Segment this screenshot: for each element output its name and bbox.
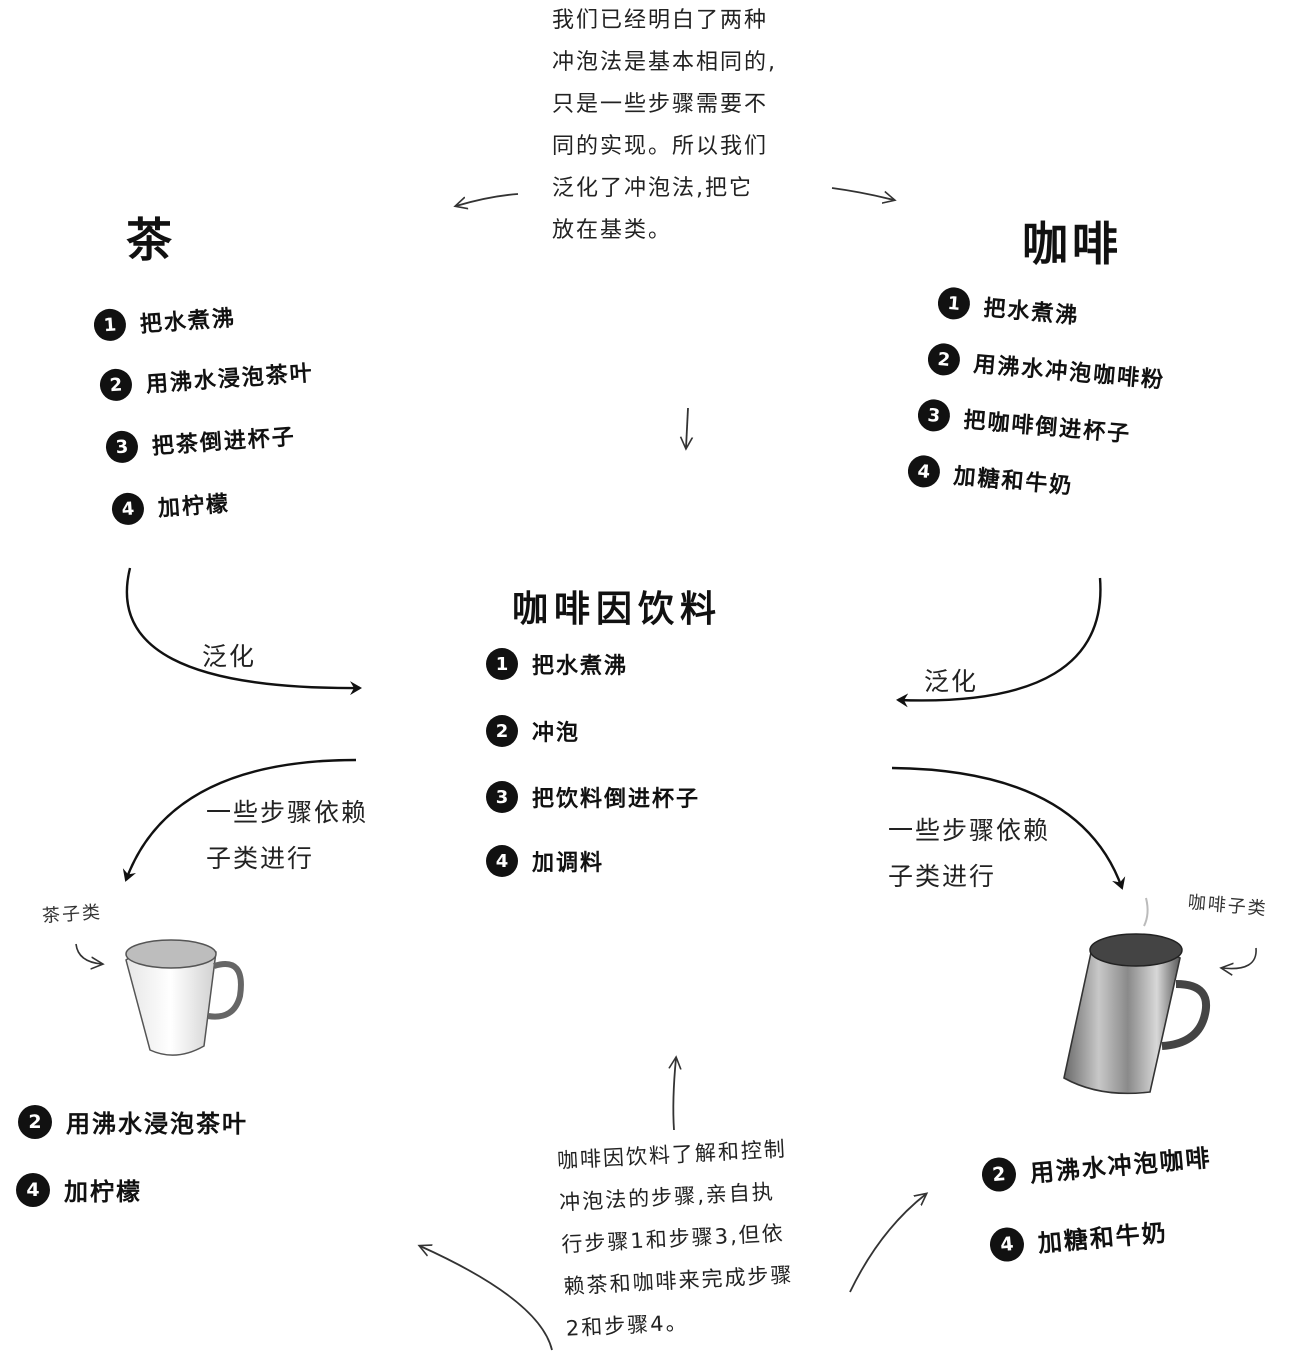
coffee-title: 咖啡 — [1022, 217, 1122, 271]
note-arrow-right — [831, 187, 894, 200]
tea-subclass-arrow — [75, 943, 102, 964]
generalize-label-right: 泛化 — [924, 667, 979, 696]
step-number: 2 — [926, 342, 962, 377]
tea-subclass-label: 茶子类 — [41, 901, 103, 927]
step-number: 2 — [486, 715, 518, 747]
tea-title: 茶 — [126, 213, 176, 267]
step-text: 把水煮沸 — [532, 654, 629, 679]
depends-arrow-right — [891, 766, 1126, 890]
coffee-mug-icon — [1063, 897, 1210, 1095]
step-number: 2 — [98, 367, 134, 402]
step-text: 加柠檬 — [64, 1178, 142, 1206]
step-text: 把饮料倒进杯子 — [532, 787, 701, 812]
step-number: 3 — [486, 781, 518, 813]
coffee-subclass-arrow — [1222, 947, 1257, 969]
step-text: 冲泡 — [532, 721, 581, 746]
bottom-note: 咖啡因饮料了解和控制 冲泡法的步骤,亲自执 行步骤1和步骤3,但依 赖茶和咖啡来… — [556, 1136, 795, 1341]
step-number: 4 — [988, 1225, 1026, 1263]
bottom-note-arrow-left — [420, 1246, 553, 1351]
depends-label-left: 一些步骤依赖 子类进行 — [206, 798, 369, 873]
tea-sub-step-4: 4 加柠檬 — [16, 1172, 142, 1207]
top-note: 我们已经明白了两种 冲泡法是基本相同的, 只是一些步骤需要不 同的实现。所以我们… — [552, 8, 777, 243]
caffeine-step-2: 2 冲泡 — [486, 715, 580, 747]
step-text: 加柠檬 — [157, 491, 231, 522]
bottom-note-arrow-up — [673, 1058, 676, 1131]
step-number: 4 — [16, 1172, 50, 1207]
step-number: 1 — [936, 286, 972, 321]
step-number: 4 — [486, 845, 518, 877]
step-text: 加调料 — [532, 851, 605, 876]
caffeine-title: 咖啡因饮料 — [512, 589, 723, 630]
step-number: 1 — [486, 648, 518, 680]
step-number: 2 — [18, 1104, 52, 1139]
note-arrow-left — [456, 193, 519, 206]
step-number: 2 — [980, 1155, 1018, 1193]
caffeine-step-3: 3 把饮料倒进杯子 — [486, 781, 700, 813]
note-arrow-down — [686, 407, 688, 448]
generalize-label-left: 泛化 — [202, 642, 257, 671]
step-text: 把水煮沸 — [139, 306, 237, 338]
tea-cup-icon — [125, 939, 244, 1056]
step-number: 4 — [110, 491, 146, 526]
generalize-arrow-left — [125, 567, 362, 696]
step-number: 3 — [916, 398, 952, 433]
depends-label-right: 一些步骤依赖 子类进行 — [888, 816, 1051, 891]
depends-arrow-left — [122, 758, 357, 882]
generalize-arrow-right — [896, 577, 1102, 708]
step-text: 用沸水浸泡茶叶 — [66, 1110, 248, 1138]
tea-sub-step-2: 2 用沸水浸泡茶叶 — [18, 1104, 248, 1139]
step-number: 3 — [104, 429, 140, 464]
step-number: 4 — [906, 454, 942, 489]
caffeine-step-4: 4 加调料 — [486, 845, 604, 877]
caffeine-step-1: 1 把水煮沸 — [486, 648, 628, 680]
bottom-note-arrow-right — [849, 1194, 926, 1293]
step-number: 1 — [92, 307, 128, 342]
